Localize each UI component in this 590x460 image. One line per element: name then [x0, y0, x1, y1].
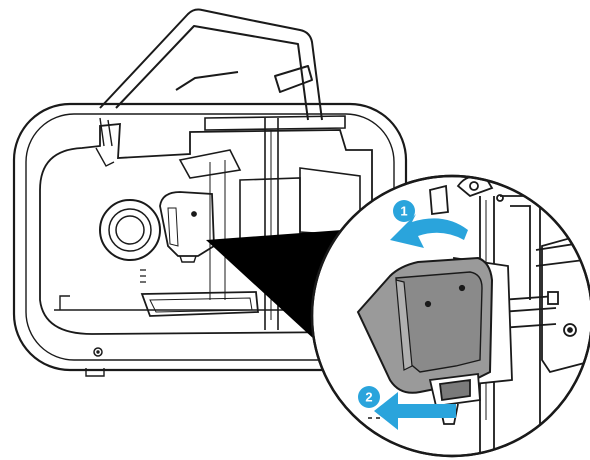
curved-arrow	[390, 214, 468, 248]
front-screw	[93, 347, 103, 357]
hinge-detail	[95, 117, 115, 167]
step-2-slide-arrow	[374, 392, 456, 430]
zoomed-print-head	[356, 256, 494, 394]
filament-spool	[99, 199, 161, 261]
magnifier	[310, 174, 590, 458]
step-1-rotate-arrow	[390, 214, 468, 248]
zoomed-nozzle	[428, 372, 481, 425]
step-1-number: 1	[400, 204, 407, 219]
print-bed	[140, 269, 259, 317]
straight-arrow	[374, 392, 456, 430]
callout-wedge	[206, 230, 342, 340]
print-head-small	[159, 191, 215, 263]
step-2-number: 2	[365, 390, 372, 405]
step-2-badge: 2	[358, 386, 380, 408]
carrying-handle	[99, 8, 323, 121]
step-1-badge: 1	[393, 200, 415, 222]
